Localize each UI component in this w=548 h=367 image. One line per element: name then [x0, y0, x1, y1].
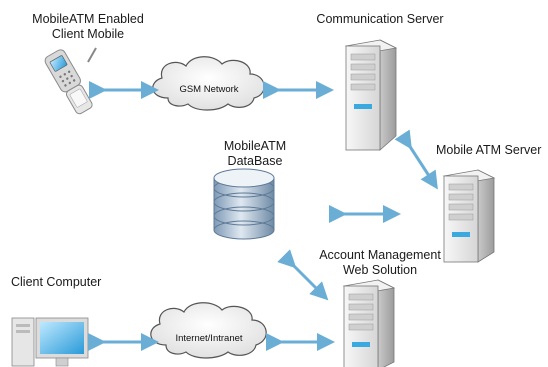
client-computer-icon — [11, 317, 89, 367]
communication-server-icon — [344, 39, 398, 151]
mobile-atm-server-icon — [442, 169, 496, 263]
arrow-database-account — [277, 249, 329, 301]
client-computer-label: Client Computer — [11, 275, 102, 289]
internet-label: Internet/Intranet — [175, 333, 242, 344]
gsm-network-cloud: GSM Network — [152, 56, 265, 111]
internet-cloud: Internet/Intranet — [150, 302, 267, 359]
communication-server-label: Communication Server — [316, 12, 444, 26]
database-icon — [213, 168, 275, 240]
arrow-commserver-atmserver — [394, 129, 438, 190]
account-management-label: Account Management Web Solution — [319, 248, 441, 277]
mobile-atm-server-label: Mobile ATM Server — [436, 143, 542, 157]
mobile-phone-icon — [44, 47, 97, 115]
account-management-server-icon — [342, 279, 396, 367]
client-mobile-label: MobileATM Enabled Client Mobile — [32, 12, 144, 41]
gsm-network-label: GSM Network — [179, 84, 238, 95]
connection-arrows — [88, 81, 438, 351]
database-label: MobileATM DataBase — [223, 139, 287, 168]
